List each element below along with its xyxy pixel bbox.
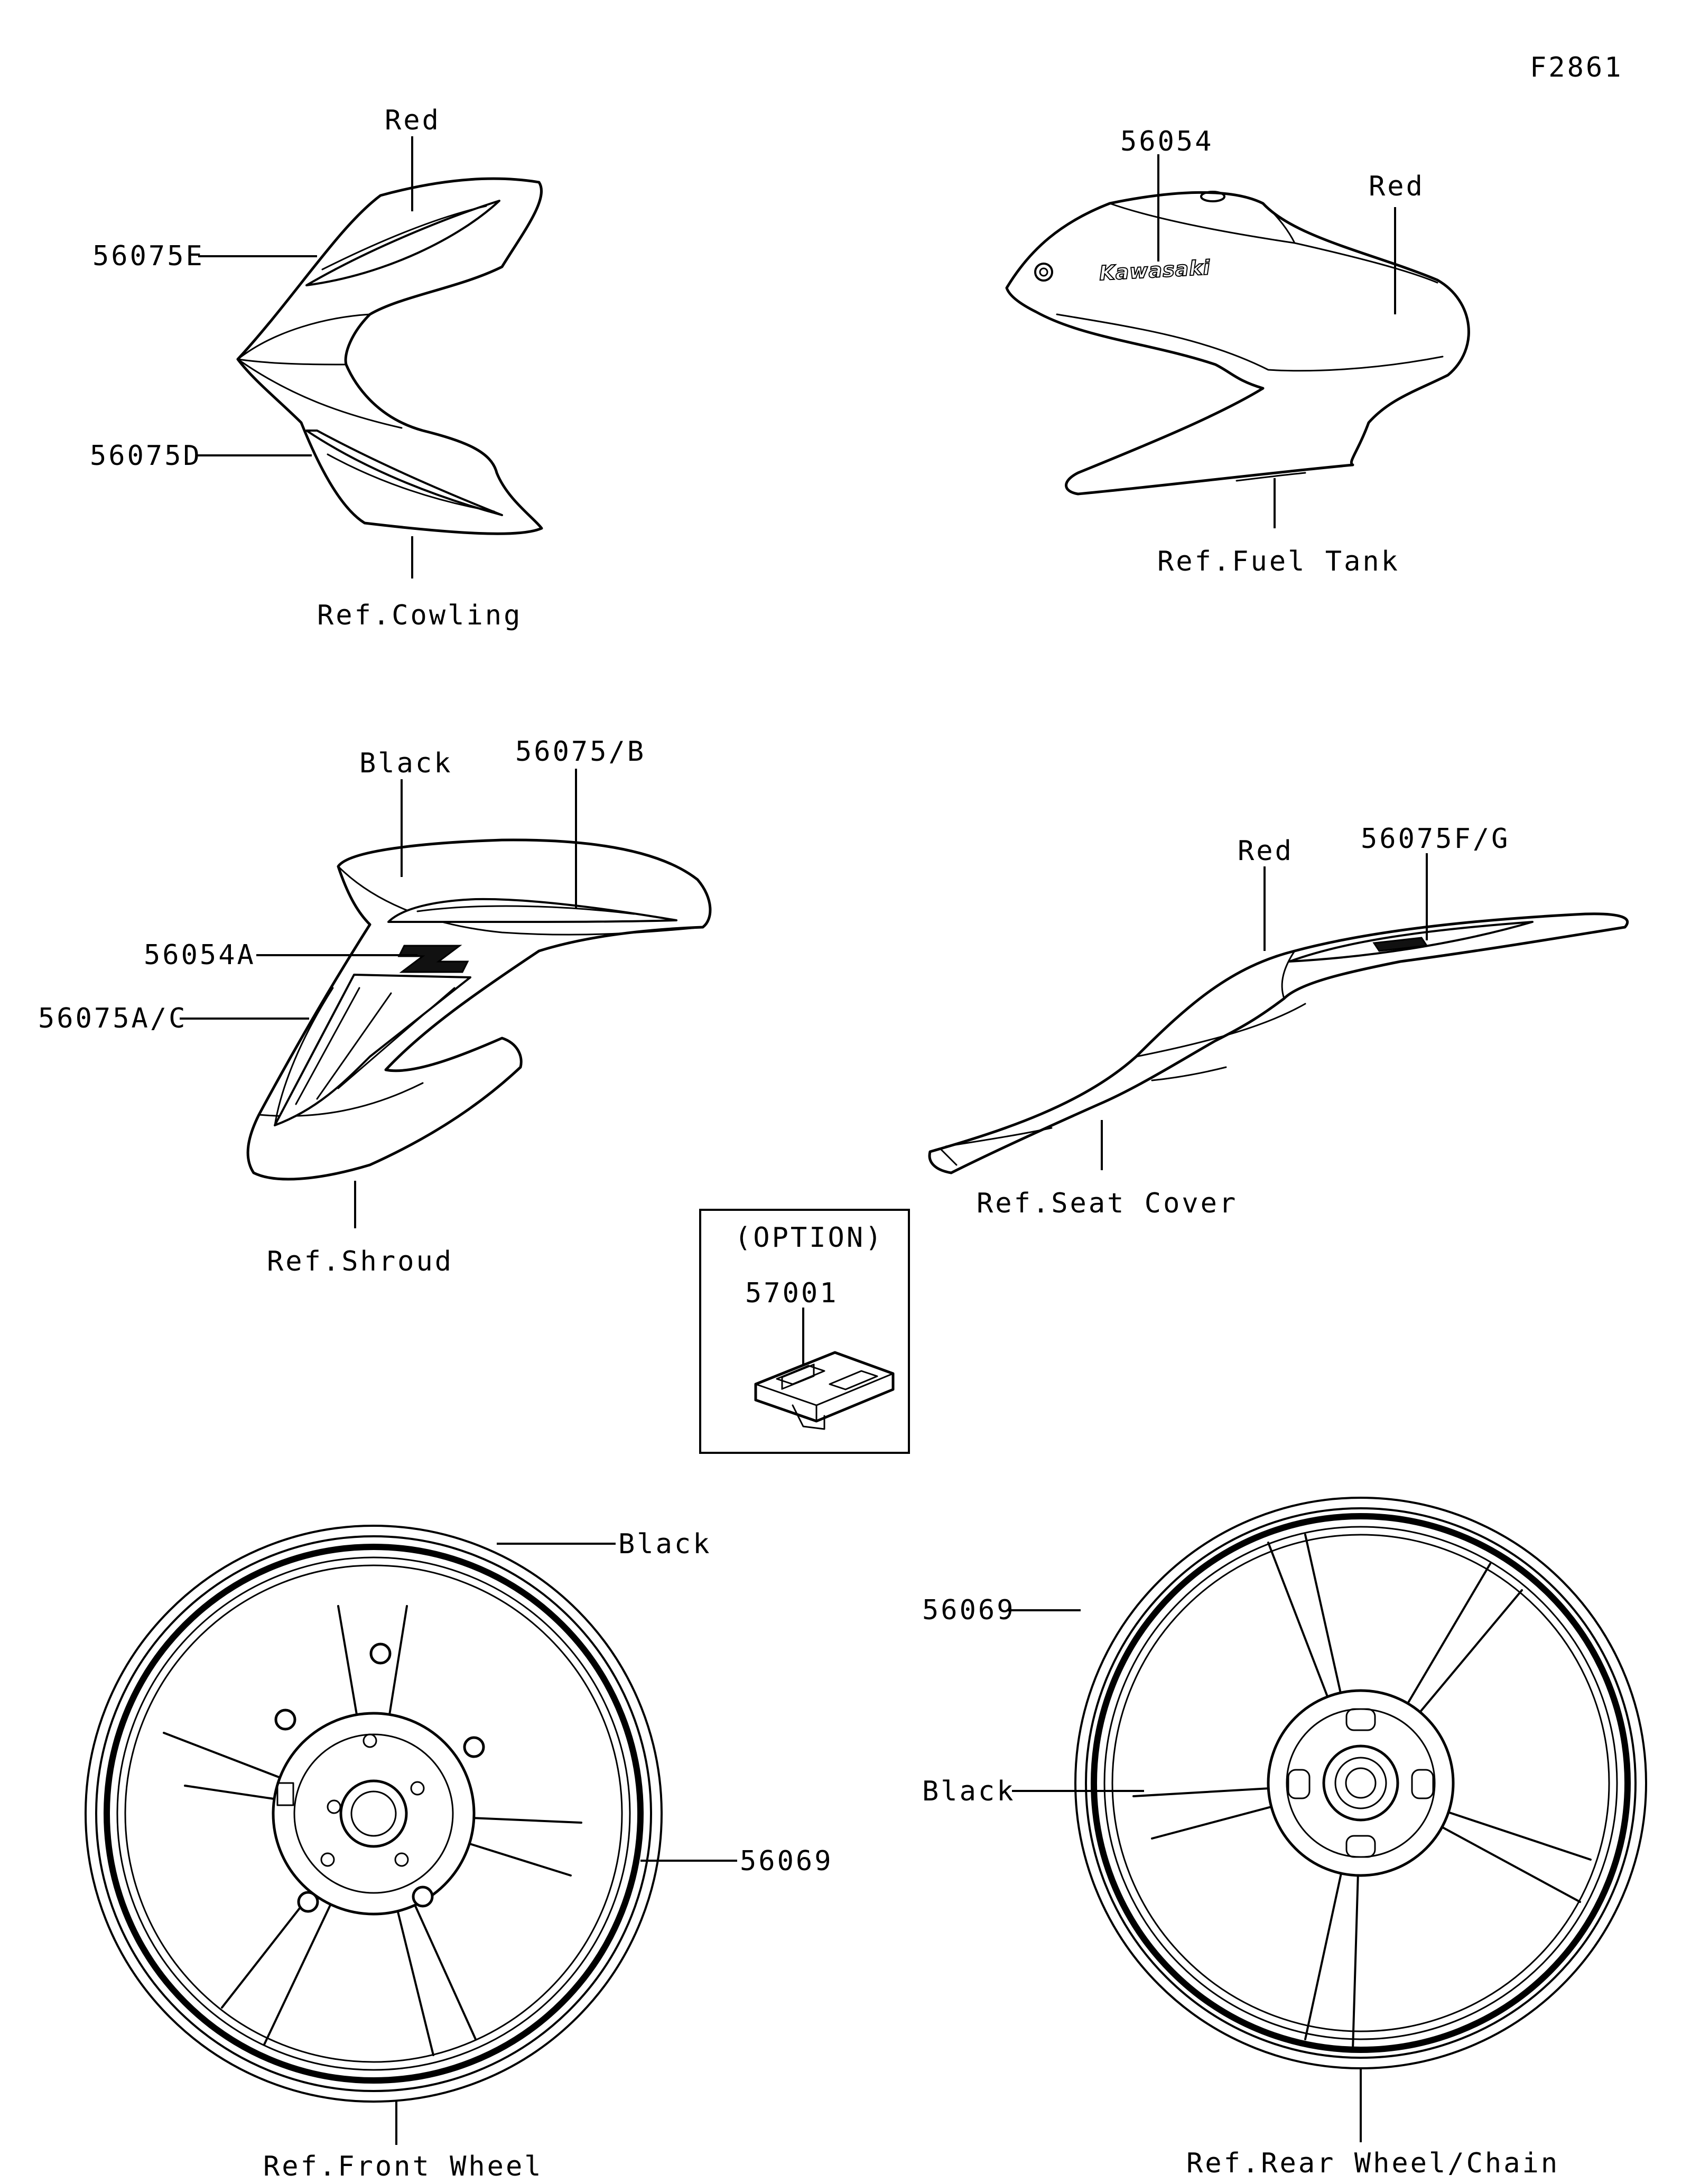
front-wheel-drawing (85, 1525, 663, 2103)
fuel-tank-drawing: Kawasaki (1005, 191, 1470, 496)
cowling-drawing (236, 177, 543, 535)
label-rear-color: Black (922, 1776, 1016, 1807)
label-seat-ref: Ref.Seat Cover (977, 1188, 1238, 1219)
label-shroud-emblem: 56054A (144, 939, 256, 971)
option-box (699, 1209, 910, 1454)
label-rear-ref: Ref.Rear Wheel/Chain (1186, 2148, 1559, 2179)
label-tank-color: Red (1369, 171, 1425, 202)
label-cowl-color: Red (385, 105, 441, 136)
label-rear-part: 56069 (922, 1594, 1016, 1626)
label-cowl-upper: 56075E (92, 240, 205, 272)
label-tank-part: 56054 (1120, 126, 1214, 157)
label-shroud-side: 56075A/C (38, 1003, 187, 1034)
label-shroud-color: Black (359, 748, 453, 779)
label-front-ref: Ref.Front Wheel (263, 2151, 543, 2182)
option-part: 57001 (745, 1277, 839, 1309)
label-seat-part: 56075F/G (1361, 823, 1510, 855)
rear-wheel-drawing (1074, 1497, 1647, 2069)
label-tank-ref: Ref.Fuel Tank (1157, 546, 1400, 577)
label-cowl-ref: Ref.Cowling (317, 600, 522, 631)
figure-id: F2861 (1530, 52, 1623, 83)
label-shroud-upper: 56075/B (515, 736, 646, 768)
option-title: (OPTION) (735, 1222, 884, 1254)
option-item-drawing (754, 1351, 895, 1430)
label-seat-color: Red (1238, 835, 1294, 867)
shroud-drawing (246, 838, 712, 1181)
seat-cover-drawing (928, 912, 1629, 1174)
label-front-part: 56069 (740, 1845, 833, 1877)
label-cowl-lower: 56075D (90, 440, 202, 472)
label-front-color: Black (618, 1528, 712, 1560)
label-shroud-ref: Ref.Shroud (267, 1246, 453, 1277)
